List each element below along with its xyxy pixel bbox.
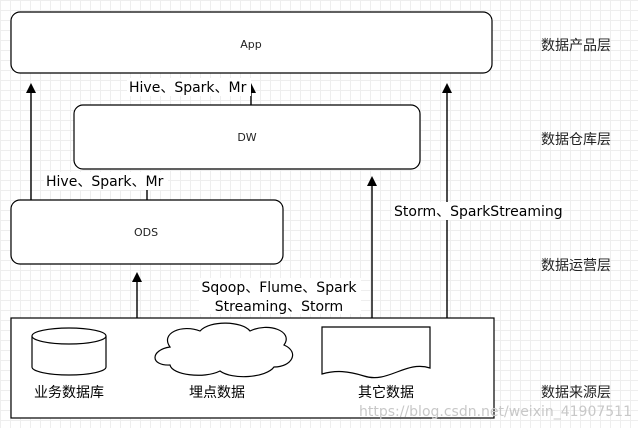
edge-label-dw-to-app: Hive、Spark、Mr [129, 80, 247, 96]
database-icon [31, 327, 107, 376]
source-other-label: 其它数据 [358, 384, 414, 401]
layer-label-source: 数据来源层 [541, 385, 611, 401]
layer-label-operation: 数据运营层 [541, 258, 611, 274]
source-db-label: 业务数据库 [34, 385, 104, 401]
edge-label-src-to-ods-line2: Streaming、Storm [215, 299, 343, 315]
edge-label-bg-src-app [392, 202, 564, 220]
app-node [10, 11, 493, 74]
edge-label-bg-ods-dw [44, 172, 168, 190]
document-icon [321, 326, 431, 379]
edge-label-bg-dw-app [127, 78, 251, 96]
layer-label-product: 数据产品层 [541, 38, 611, 54]
edge-label-src-to-ods-line1: Sqoop、Flume、Spark [201, 280, 357, 296]
ods-node [10, 199, 284, 265]
watermark-text: https://blog.csdn.net/weixin_41907511 [359, 404, 632, 420]
cloud-icon [154, 322, 294, 378]
edge-label-src-to-app: Storm、SparkStreaming [394, 204, 563, 220]
dw-node-label: DW [237, 131, 256, 144]
edge-label-ods-to-dw: Hive、Spark、Mr [46, 174, 164, 190]
ods-node-label: ODS [134, 226, 158, 239]
dw-node [73, 104, 421, 170]
app-node-label: App [240, 38, 262, 51]
source-tracking-label: 埋点数据 [189, 385, 245, 401]
edge-label-bg-src-ods [199, 278, 361, 314]
layer-label-warehouse: 数据仓库层 [541, 132, 611, 148]
